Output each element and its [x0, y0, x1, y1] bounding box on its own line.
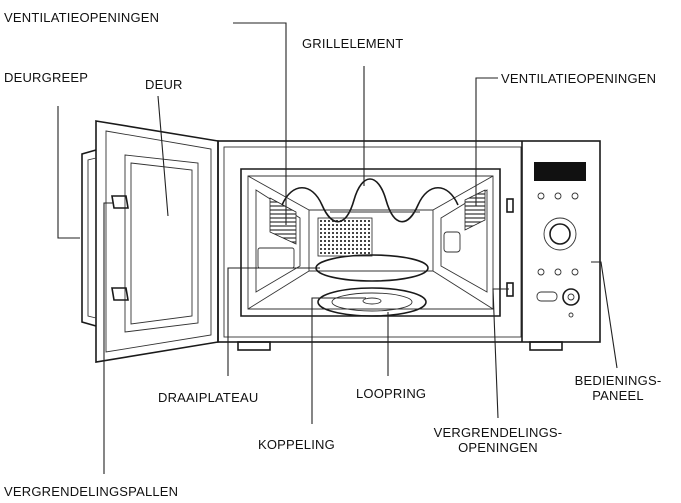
grill-element	[281, 178, 459, 223]
coupler	[362, 297, 382, 305]
label-control-panel-line1: BEDIENINGS-	[574, 373, 662, 388]
label-latch-holes: VERGRENDELINGS- OPENINGEN	[428, 425, 568, 455]
turntable	[315, 254, 429, 282]
label-ventilation-right: VENTILATIEOPENINGEN	[501, 71, 657, 86]
label-control-panel-line2: PANEEL	[592, 388, 644, 403]
latch-holes	[506, 198, 514, 297]
label-latch-hooks: VERGRENDELINGSPALLEN	[4, 484, 179, 499]
label-grill-element: GRILLELEMENT	[302, 36, 404, 51]
label-door-handle: DEURGREEP	[4, 70, 89, 85]
label-door: DEUR	[145, 77, 183, 92]
oven-door	[95, 120, 219, 363]
latch-hooks	[111, 195, 129, 301]
label-latch-holes-line1: VERGRENDELINGS-	[433, 425, 563, 440]
control-panel	[534, 162, 586, 318]
door-handle	[81, 149, 97, 327]
label-turntable: DRAAIPLATEAU	[158, 390, 259, 405]
label-latch-holes-line2: OPENINGEN	[458, 440, 538, 455]
leader-lines	[57, 22, 618, 474]
label-ventilation-top: VENTILATIEOPENINGEN	[4, 10, 160, 25]
roller-ring	[317, 287, 427, 317]
oven-cavity	[240, 168, 501, 317]
label-roller-ring: LOOPRING	[356, 386, 427, 401]
label-coupler: KOPPELING	[258, 437, 335, 452]
label-control-panel: BEDIENINGS- PANEEL	[568, 373, 668, 403]
